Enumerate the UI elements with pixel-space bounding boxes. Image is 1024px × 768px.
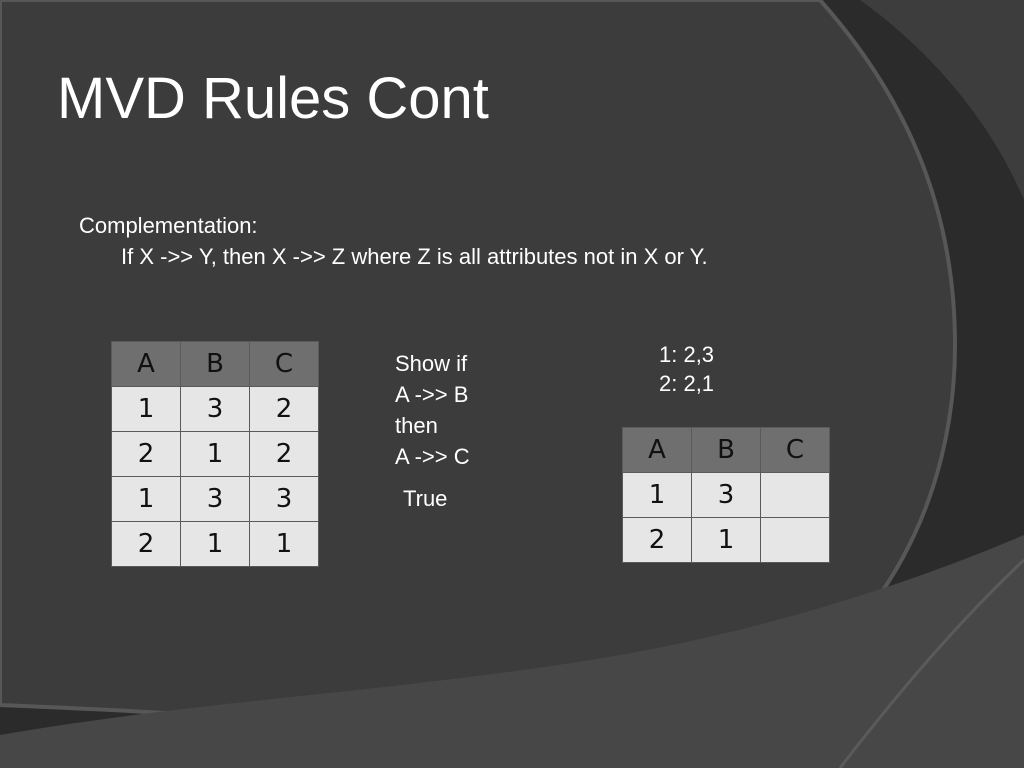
table-cell: 2 — [249, 386, 319, 432]
table-cell: 1 — [111, 476, 181, 522]
background-wave — [0, 535, 1024, 768]
table-row: 1 3 2 — [111, 386, 319, 432]
answer-text: True — [403, 486, 448, 511]
relation-table-full: A B C 1 3 2 2 1 2 1 3 3 2 1 — [111, 341, 319, 567]
table-header-cell: C — [249, 341, 319, 387]
table-header-row: A B C — [111, 341, 319, 387]
table-header-row: A B C — [622, 427, 830, 473]
rule-body: If X ->> Y, then X ->> Z where Z is all … — [121, 244, 708, 269]
table-cell: 1 — [111, 386, 181, 432]
relation-table-projection: A B C 1 3 2 1 — [622, 427, 830, 563]
table-cell — [760, 472, 830, 518]
question-line: then — [395, 413, 438, 438]
table-header-cell: A — [111, 341, 181, 387]
table-cell: 3 — [180, 386, 250, 432]
table-cell: 2 — [111, 521, 181, 567]
table-header-cell: C — [760, 427, 830, 473]
mapping-line: 1: 2,3 — [659, 342, 715, 367]
table-row: 2 1 1 — [111, 521, 319, 567]
table-cell: 3 — [180, 476, 250, 522]
question-text: Show if A ->> B then A ->> C — [395, 348, 470, 472]
table-cell — [760, 517, 830, 563]
table-row: 2 1 — [622, 517, 830, 563]
table-cell: 3 — [691, 472, 761, 518]
background-wave-line — [838, 558, 1024, 768]
table-cell: 2 — [249, 431, 319, 477]
question-line: Show if — [395, 351, 468, 376]
table-cell: 3 — [249, 476, 319, 522]
table-row: 1 3 3 — [111, 476, 319, 522]
table-cell: 1 — [622, 472, 692, 518]
rule-heading: Complementation: — [79, 213, 258, 238]
table-cell: 1 — [691, 517, 761, 563]
question-line: A ->> B — [395, 382, 469, 407]
table-row: 2 1 2 — [111, 431, 319, 477]
table-cell: 2 — [622, 517, 692, 563]
question-line: A ->> C — [395, 444, 470, 469]
table-header-cell: B — [691, 427, 761, 473]
table-row: 1 3 — [622, 472, 830, 518]
table-cell: 1 — [180, 521, 250, 567]
table-cell: 1 — [249, 521, 319, 567]
table-cell: 1 — [180, 431, 250, 477]
mapping-line: 2: 2,1 — [659, 371, 715, 396]
mapping-note: 1: 2,3 2: 2,1 — [659, 340, 714, 398]
table-header-cell: B — [180, 341, 250, 387]
table-header-cell: A — [622, 427, 692, 473]
table-cell: 2 — [111, 431, 181, 477]
background-corner-shape — [820, 0, 1024, 200]
slide-title: MVD Rules Cont — [57, 66, 489, 131]
